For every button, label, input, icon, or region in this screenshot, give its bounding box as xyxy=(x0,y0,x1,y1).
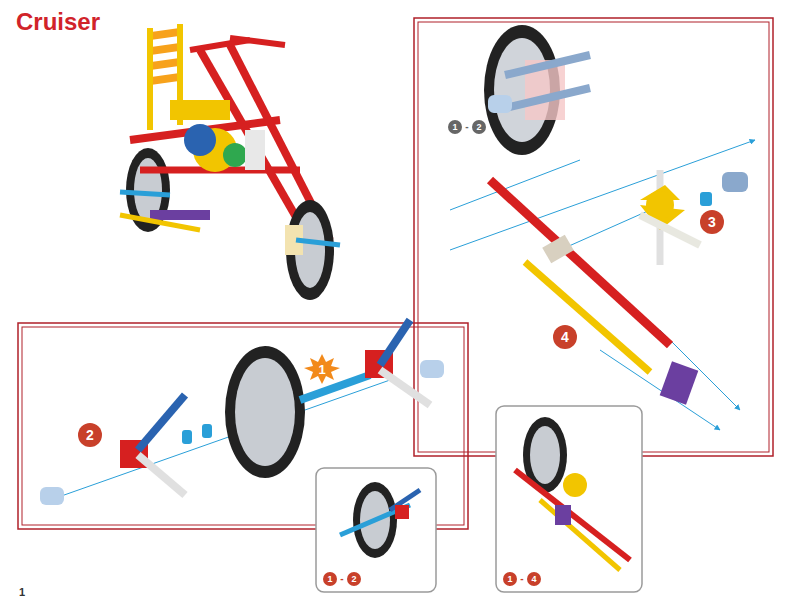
range-dash: - xyxy=(465,122,468,132)
range-dash: - xyxy=(340,574,343,584)
thumbnail-box xyxy=(496,406,642,592)
callout-number: 1 xyxy=(507,575,512,584)
callout-number: 4 xyxy=(561,330,569,344)
step-parts xyxy=(40,320,444,505)
thumbnail-box xyxy=(316,468,436,592)
callout-number: 2 xyxy=(351,575,356,584)
callout-circles xyxy=(78,120,724,586)
range-dash: - xyxy=(520,574,523,584)
callout-number: 3 xyxy=(708,215,716,229)
callout-number: 1 xyxy=(452,123,457,132)
callout-number: 1 xyxy=(327,575,332,584)
step-panel xyxy=(418,22,769,452)
callout-number: 2 xyxy=(86,428,94,442)
page-number: 1 xyxy=(19,587,25,598)
callout-number: 4 xyxy=(531,575,536,584)
callout-number: 2 xyxy=(476,123,481,132)
step-parts xyxy=(450,25,755,430)
callout-number: 1 xyxy=(318,363,325,376)
bike-model xyxy=(120,24,340,300)
page-title: Cruiser xyxy=(16,8,100,36)
thumbnail-model xyxy=(340,417,630,570)
